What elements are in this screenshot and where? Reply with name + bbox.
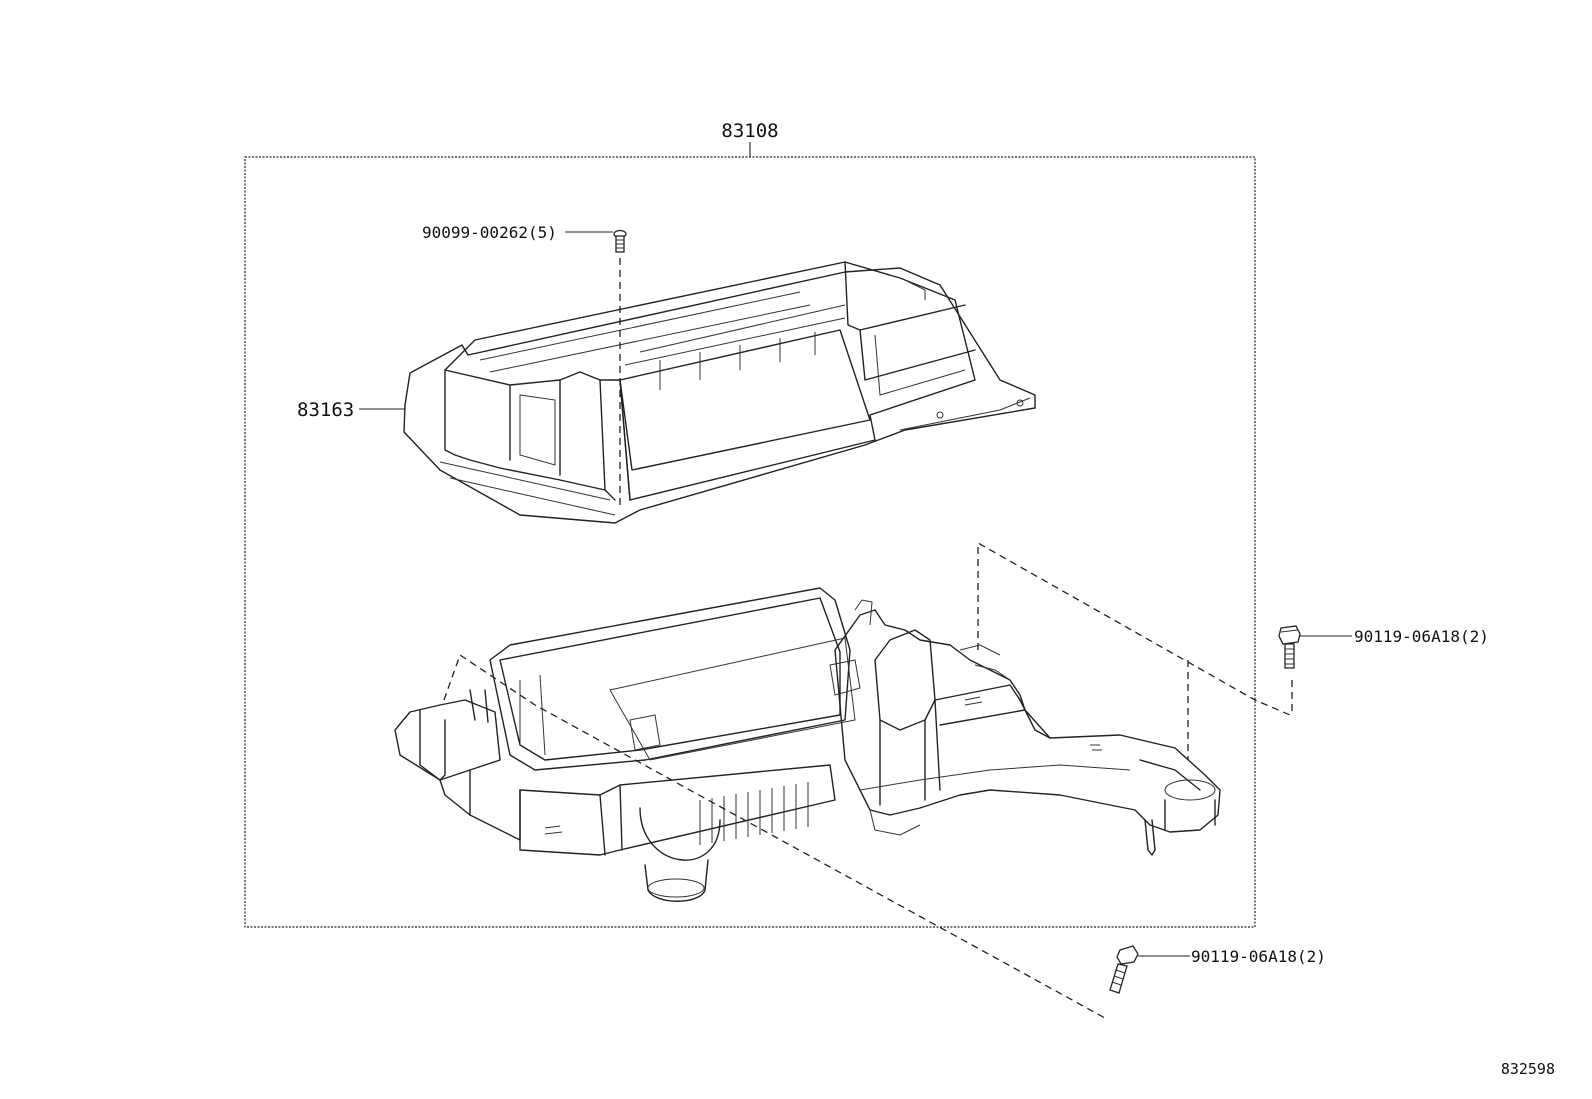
right-dashed-guide xyxy=(977,541,1291,716)
assembly-number-label[interactable]: 83108 xyxy=(721,120,778,142)
lower-left-dashed-guide xyxy=(443,653,1106,1019)
bolt-bottom-icon[interactable] xyxy=(1109,945,1139,994)
upper-cover[interactable] xyxy=(403,261,1036,524)
diagram-id: 832598 xyxy=(1501,1060,1555,1078)
cover-screw-label[interactable]: 90099-00262(5) xyxy=(422,223,557,242)
bolt-right-icon[interactable] xyxy=(1278,625,1301,669)
cover-screw-icon[interactable] xyxy=(613,229,627,253)
upper-cover-label[interactable]: 83163 xyxy=(297,399,354,421)
assembly-frame xyxy=(244,156,1256,928)
bolt-right-label[interactable]: 90119-06A18(2) xyxy=(1354,627,1489,646)
bolt-bottom-label[interactable]: 90119-06A18(2) xyxy=(1191,947,1326,966)
lower-case[interactable] xyxy=(394,587,1221,902)
